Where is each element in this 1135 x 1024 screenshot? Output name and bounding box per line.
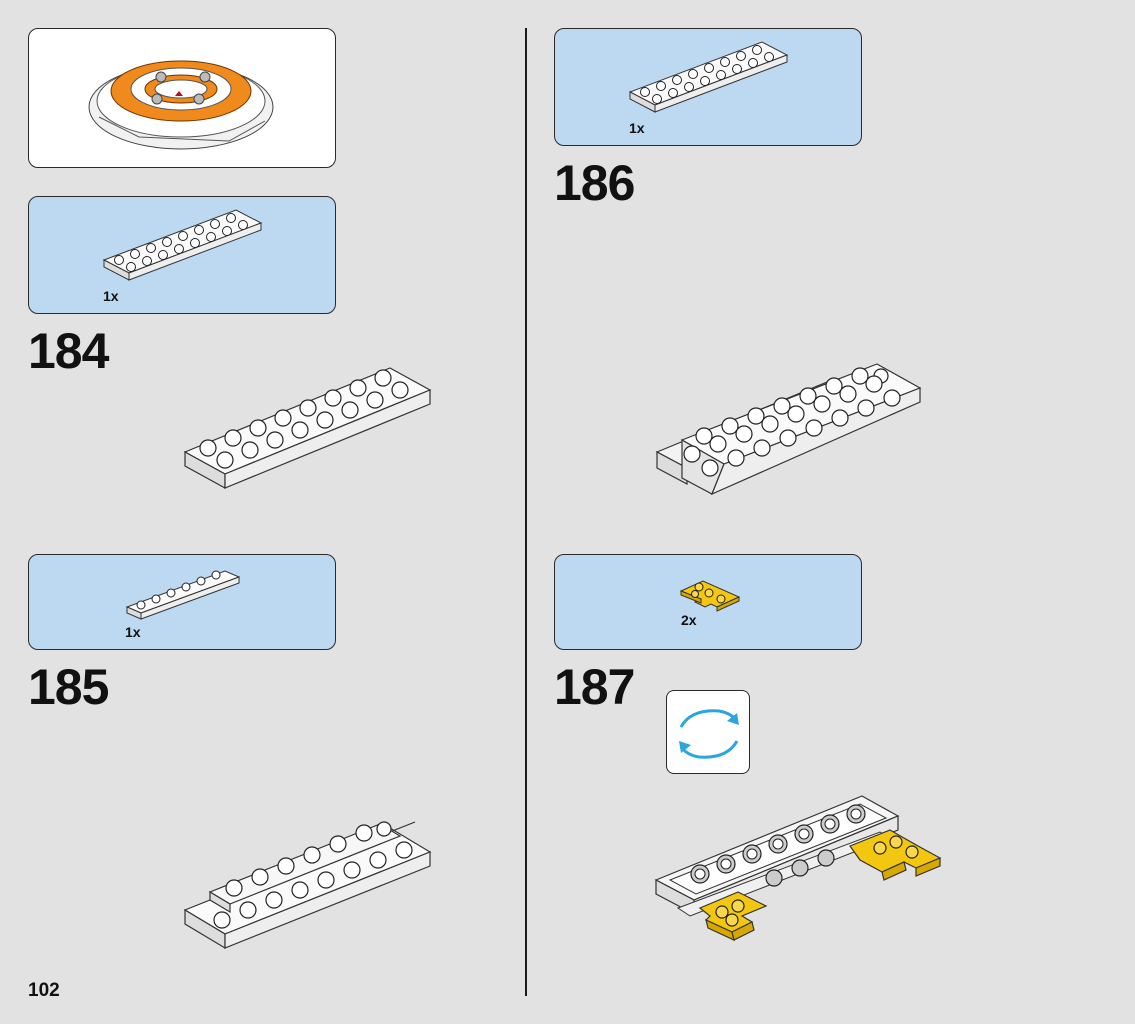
white-plate-1x6-icon: [125, 570, 241, 620]
step-184-illustration: [183, 367, 432, 490]
step-185-illustration: [183, 821, 432, 950]
white-plate-2x8-icon: [102, 209, 263, 281]
part-quantity: 1x: [103, 288, 119, 304]
step-187-parts-panel: 2x: [554, 554, 862, 650]
step-number: 186: [554, 155, 635, 211]
step-number: 187: [554, 659, 635, 715]
step-185-parts-panel: 1x: [28, 554, 336, 650]
step-number: 185: [28, 659, 109, 715]
step-184-parts-panel: 1x: [28, 196, 336, 314]
step-186-illustration: [655, 363, 922, 496]
white-plate-2x8-icon: [628, 41, 789, 113]
step-186-parts-panel: 1x: [554, 28, 862, 146]
part-quantity: 1x: [125, 624, 141, 640]
rotate-model-box: [666, 690, 750, 774]
page-divider: [525, 28, 527, 996]
yellow-plate-corner-2x2-icon: [679, 580, 741, 612]
part-quantity: 2x: [681, 612, 697, 628]
page-number: 102: [28, 980, 60, 1001]
rotate-model-icon: [679, 709, 739, 759]
model-overview-panel: [28, 28, 336, 168]
step-number: 184: [28, 323, 109, 379]
model-overview-image: [88, 60, 274, 150]
step-187-illustration: [654, 795, 942, 942]
part-quantity: 1x: [629, 120, 645, 136]
